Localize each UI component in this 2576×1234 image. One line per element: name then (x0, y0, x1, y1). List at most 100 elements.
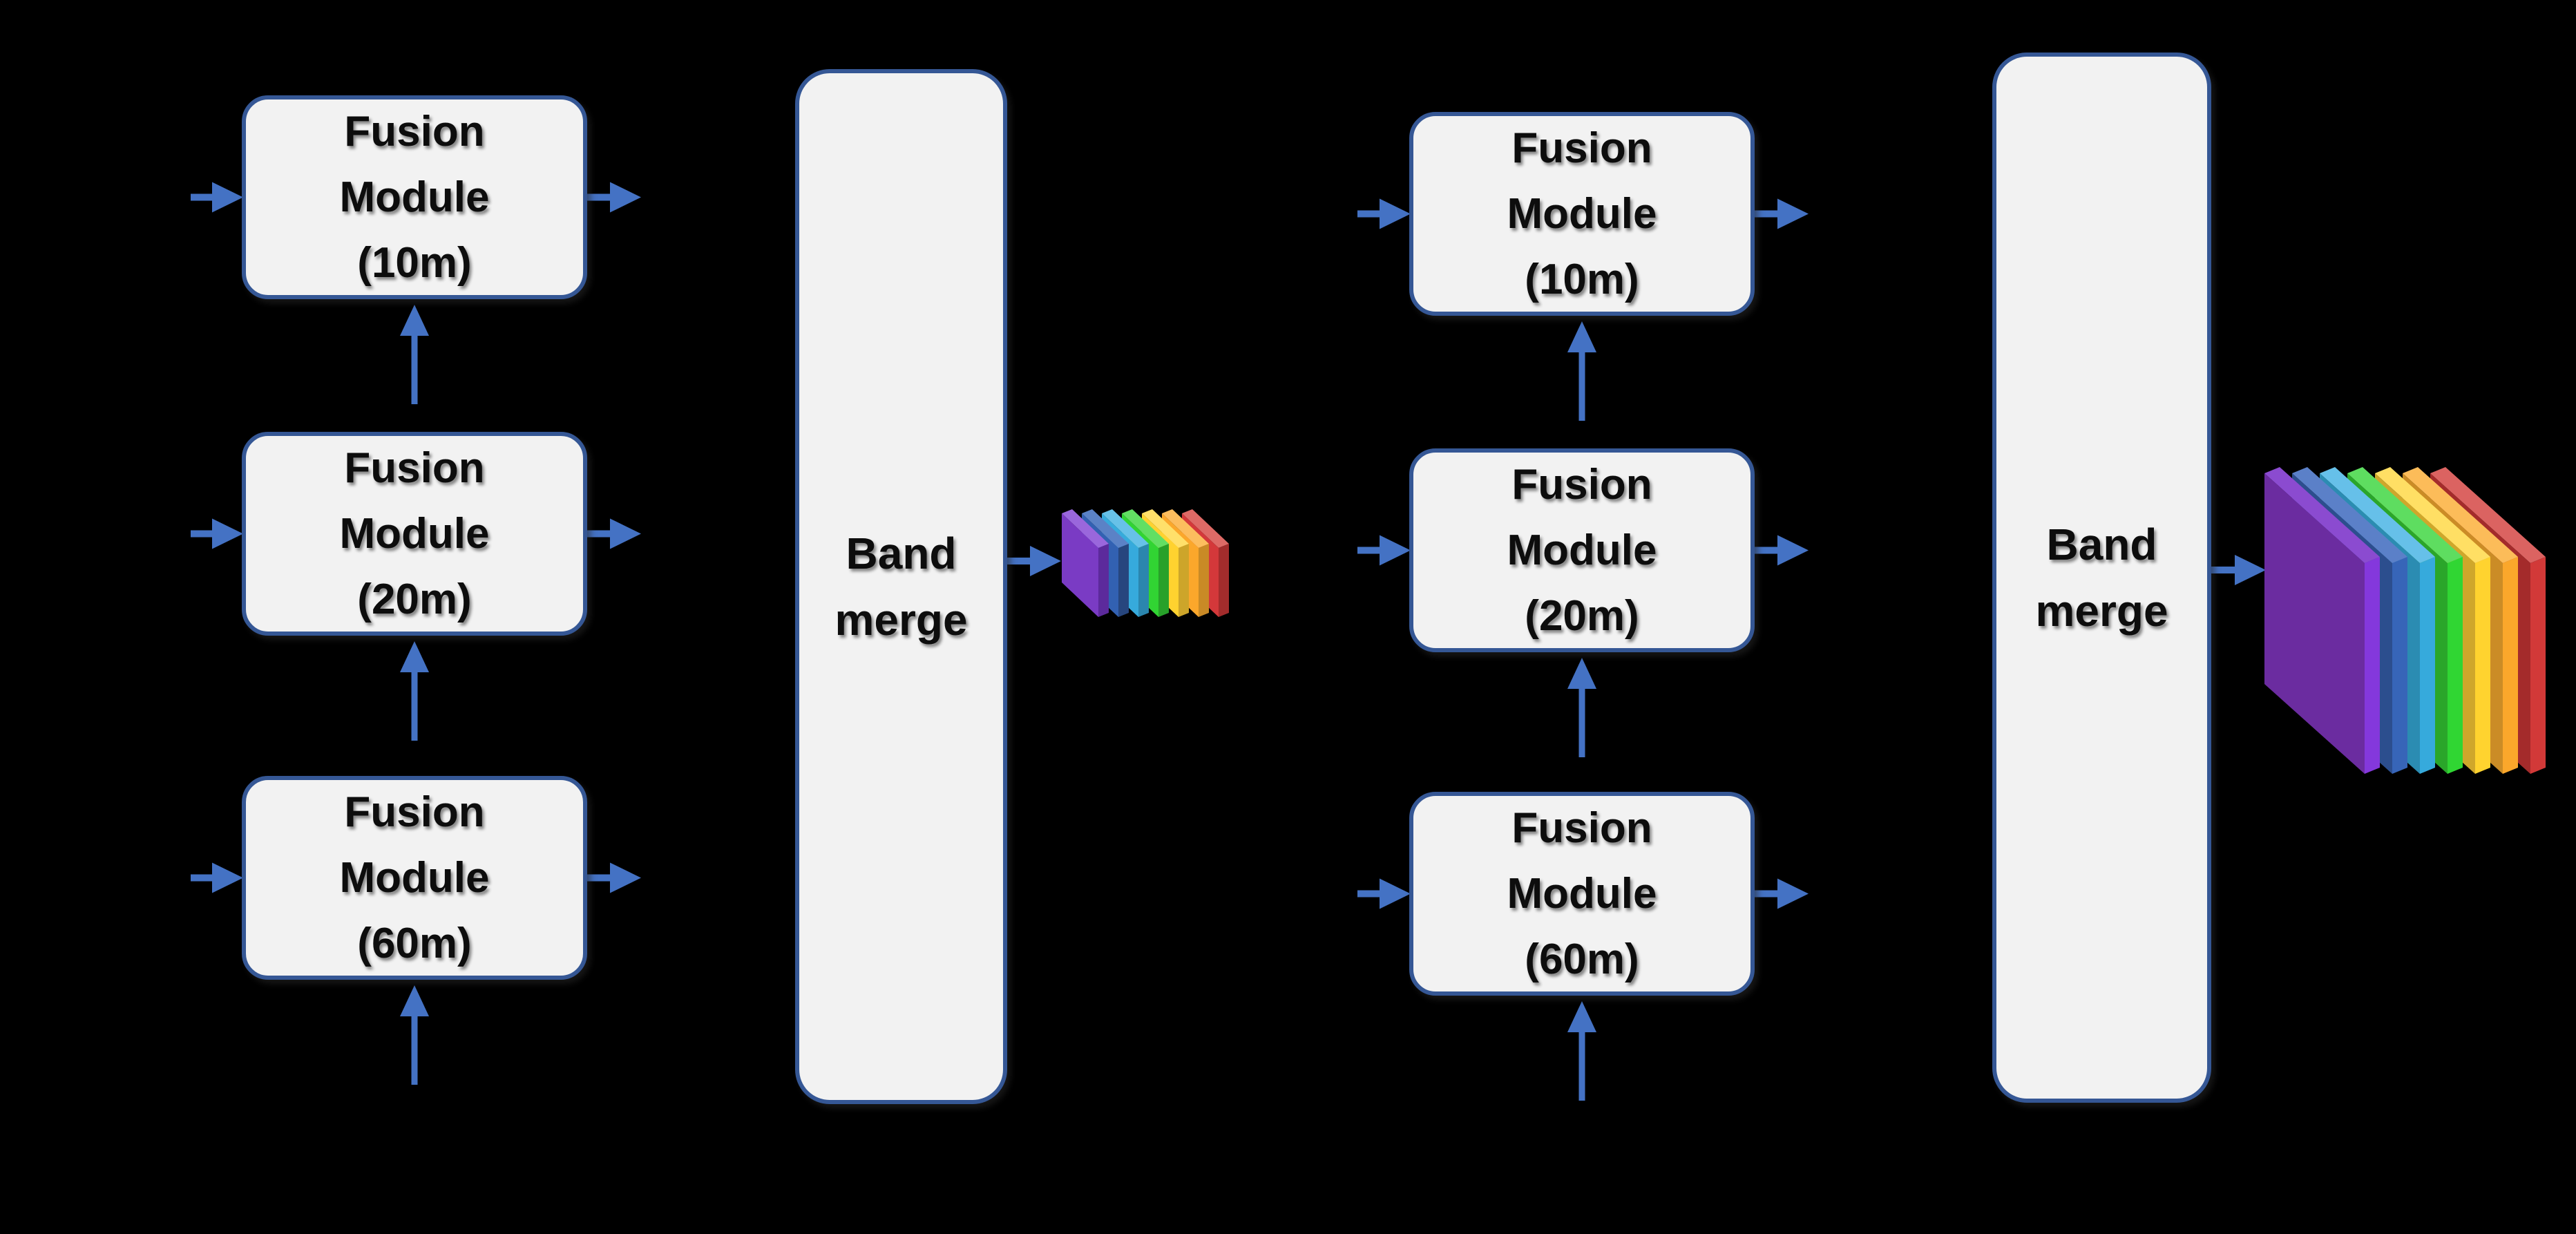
arrow-head (212, 518, 243, 549)
bottom-input-arrow-right-60m (1567, 1001, 1596, 1101)
fusion-module-label: Module (1507, 526, 1657, 574)
layer-side-face (2392, 557, 2407, 774)
fusion-module-resolution-label: (60m) (1525, 936, 1639, 983)
arrow-head (1777, 535, 1809, 566)
fusion-module-60m-left-box: Fusion Module (60m) (242, 776, 587, 980)
arrow-head (1380, 198, 1411, 229)
layer-side-face (1219, 544, 1229, 617)
output-band-stack-large (2264, 467, 2546, 774)
fusion-module-label: Module (339, 854, 490, 902)
layer-top-face (1162, 509, 1209, 548)
output-arrow-right-60m (1753, 878, 1809, 909)
fusion-module-label: Fusion (1511, 461, 1652, 509)
arrow-head (400, 641, 429, 672)
arrow-head (400, 305, 429, 336)
arrow-head (1380, 535, 1411, 566)
layer-top-face (2292, 467, 2407, 563)
arrow-head (610, 182, 641, 213)
layer-top-face (1122, 509, 1169, 548)
fusion-module-label: Fusion (1511, 124, 1652, 172)
fusion-module-label: Fusion (344, 108, 485, 155)
layer-front-face (2264, 473, 2365, 774)
arrow-stem (1003, 558, 1030, 564)
arrow-stem (1578, 352, 1585, 421)
arrow-stem (191, 193, 212, 201)
arrow-head (1380, 878, 1411, 909)
arrow-stem (1578, 1032, 1585, 1101)
fusion-module-label: Fusion (1511, 804, 1652, 852)
band-merge-label: merge (2035, 586, 2168, 636)
layer-front-face (1062, 513, 1098, 617)
arrow-head (610, 862, 641, 893)
input-arrow-right-20m (1357, 535, 1411, 566)
layer-side-face (1098, 544, 1109, 617)
arrow-stem (586, 530, 610, 538)
arrow-stem (1753, 547, 1777, 554)
arrow-head (1567, 321, 1596, 352)
arrow-head (400, 985, 429, 1016)
arrow-stem (1753, 210, 1777, 218)
arrow-stem (1357, 890, 1380, 898)
fusion-module-resolution-label: (10m) (1525, 256, 1639, 303)
arrow-stem (2210, 567, 2235, 573)
layer-side-face (2530, 557, 2546, 774)
arrow-stem (411, 1016, 418, 1085)
input-arrow-left-10m (191, 182, 243, 213)
layer-side-face (2448, 557, 2463, 774)
arrow-stem (1357, 210, 1380, 218)
layer-top-face (2375, 467, 2490, 563)
layer-side-face (1158, 544, 1169, 617)
fusion-module-20m-right-box: Fusion Module (20m) (1409, 448, 1755, 652)
layer-side-face (2503, 557, 2518, 774)
layer-top-face (1082, 509, 1129, 548)
arrow-stem (1753, 890, 1777, 898)
layer-side-face (2365, 557, 2380, 774)
fusion-module-label: Fusion (344, 788, 485, 836)
arrow-head (1777, 198, 1809, 229)
output-arrow-left-60m (586, 862, 641, 893)
layer-top-face (2403, 467, 2518, 563)
fusion-module-60m-right-box: Fusion Module (60m) (1409, 792, 1755, 996)
fusion-module-10m-right-box: Fusion Module (10m) (1409, 112, 1755, 316)
band-merge-output-arrow-right (2210, 555, 2266, 585)
arrow-head (212, 862, 243, 893)
layer-side-face (2420, 557, 2435, 774)
arrow-head (212, 182, 243, 213)
fusion-module-label: Module (1507, 190, 1657, 238)
band-merge-left-box: Band merge (795, 69, 1007, 1104)
output-arrow-right-20m (1753, 535, 1809, 566)
band-merge-label: Band (846, 529, 957, 578)
band-merge-output-arrow-left (1003, 546, 1061, 576)
band-merge-right-box: Band merge (1992, 53, 2211, 1103)
fusion-module-resolution-label: (20m) (1525, 592, 1639, 640)
output-arrow-right-10m (1753, 198, 1809, 229)
arrow-stem (191, 874, 212, 882)
input-arrow-left-60m (191, 862, 243, 893)
arrow-head (610, 518, 641, 549)
input-arrow-right-10m (1357, 198, 1411, 229)
layer-top-face (1142, 509, 1189, 548)
bottom-input-arrow-left-60m (400, 985, 429, 1085)
arrow-head (2235, 555, 2266, 585)
arrow-stem (191, 530, 212, 538)
arrow-head (1567, 1001, 1596, 1032)
fusion-module-20m-left-box: Fusion Module (20m) (242, 432, 587, 636)
layer-top-face (1182, 509, 1229, 548)
arrow-stem (411, 336, 418, 404)
fusion-module-10m-left-box: Fusion Module (10m) (242, 95, 587, 299)
arrow-head (1030, 546, 1061, 576)
band-merge-label: merge (834, 595, 968, 645)
bottom-input-arrow-right-10m (1567, 321, 1596, 421)
fusion-module-resolution-label: (20m) (357, 576, 472, 623)
layer-top-face (2320, 467, 2435, 563)
fusion-module-resolution-label: (10m) (357, 239, 472, 287)
fusion-module-label: Module (1507, 870, 1657, 918)
output-arrow-left-10m (586, 182, 641, 213)
layer-top-face (2347, 467, 2463, 563)
layer-top-face (2430, 467, 2546, 563)
arrow-head (1777, 878, 1809, 909)
fusion-module-label: Module (339, 173, 490, 221)
layer-top-face (1102, 509, 1149, 548)
